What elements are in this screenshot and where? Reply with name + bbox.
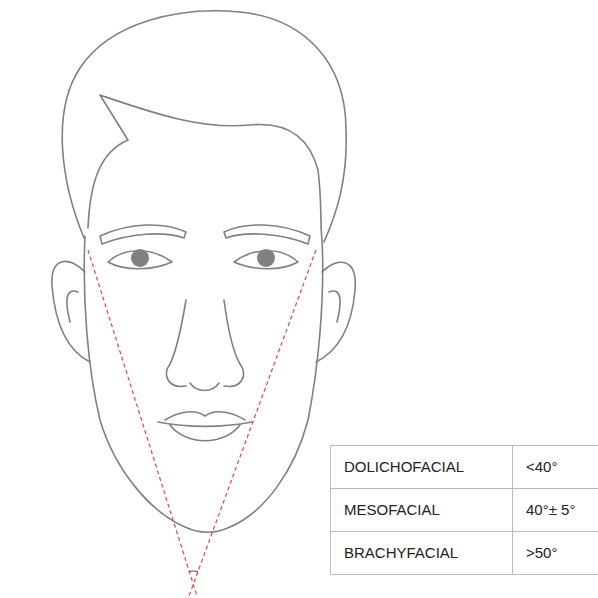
table-rule [331, 574, 598, 575]
table-cell: MESOFACIAL [344, 501, 440, 519]
lip-line [158, 422, 252, 427]
table-rule [330, 446, 331, 575]
angle-line-left [88, 250, 197, 596]
table-grid [331, 446, 598, 575]
angle-arc [189, 570, 198, 572]
table-cell: 40°± 5° [526, 501, 575, 519]
table-cell: <40° [526, 458, 557, 476]
lower-lip [170, 425, 240, 441]
nose-tip [190, 383, 219, 391]
left-iris [131, 249, 149, 267]
nose-right [224, 300, 243, 386]
right-ear [316, 262, 355, 362]
left-ear-inner [67, 291, 78, 322]
table-cell: DOLICHOFACIAL [344, 458, 464, 476]
right-iris [257, 249, 275, 267]
face-contour [84, 236, 322, 532]
irises [131, 249, 275, 267]
hairline [88, 95, 322, 240]
upper-lip [165, 412, 245, 420]
left-eyebrow [100, 225, 186, 244]
angle-lines [88, 250, 316, 596]
angle-line-right [189, 250, 316, 596]
face-outline [52, 11, 355, 532]
left-ear [52, 261, 90, 362]
table-cell: >50° [526, 544, 557, 562]
table-rule [331, 531, 598, 532]
right-eyebrow [224, 225, 310, 244]
table-rule [512, 446, 513, 575]
table-rule [331, 488, 598, 489]
hair-outline [62, 11, 346, 242]
nose-left [167, 300, 186, 386]
table-rule [331, 445, 598, 446]
table-cell: BRACHYFACIAL [344, 544, 458, 562]
right-ear-inner [329, 291, 340, 322]
